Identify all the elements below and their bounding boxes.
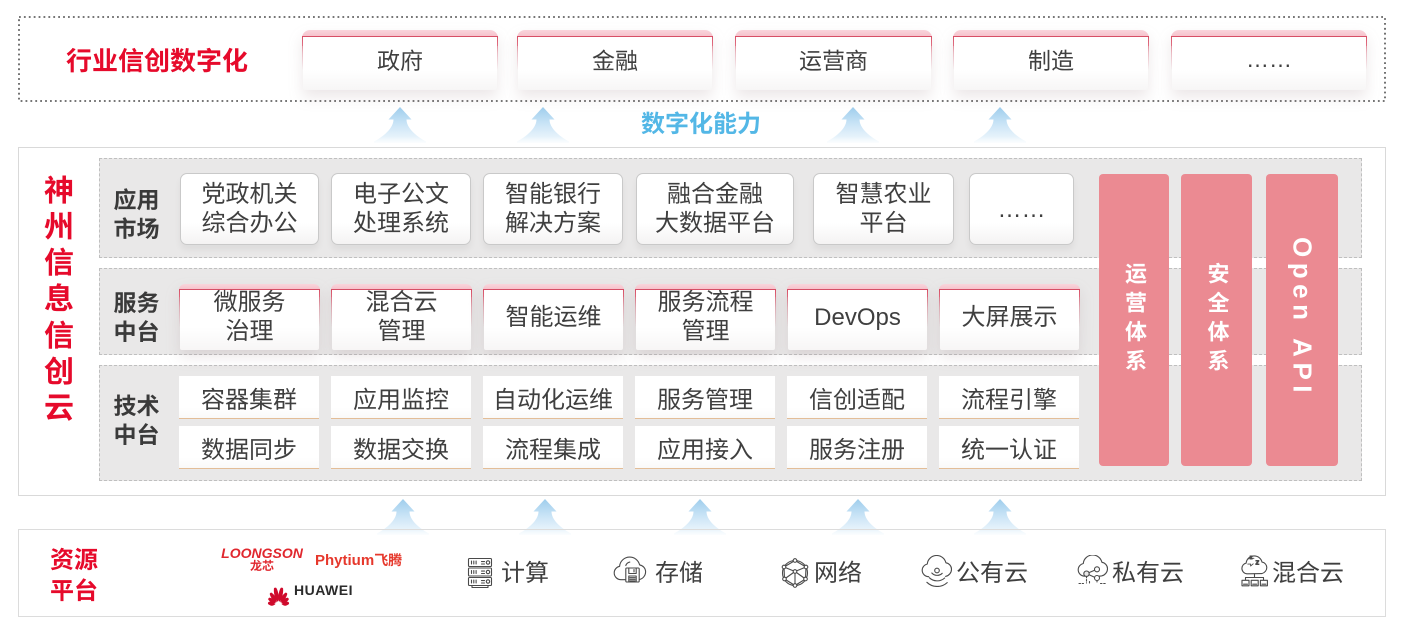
svg-text:z: z [1250,555,1253,561]
svg-text:z: z [1256,558,1260,567]
